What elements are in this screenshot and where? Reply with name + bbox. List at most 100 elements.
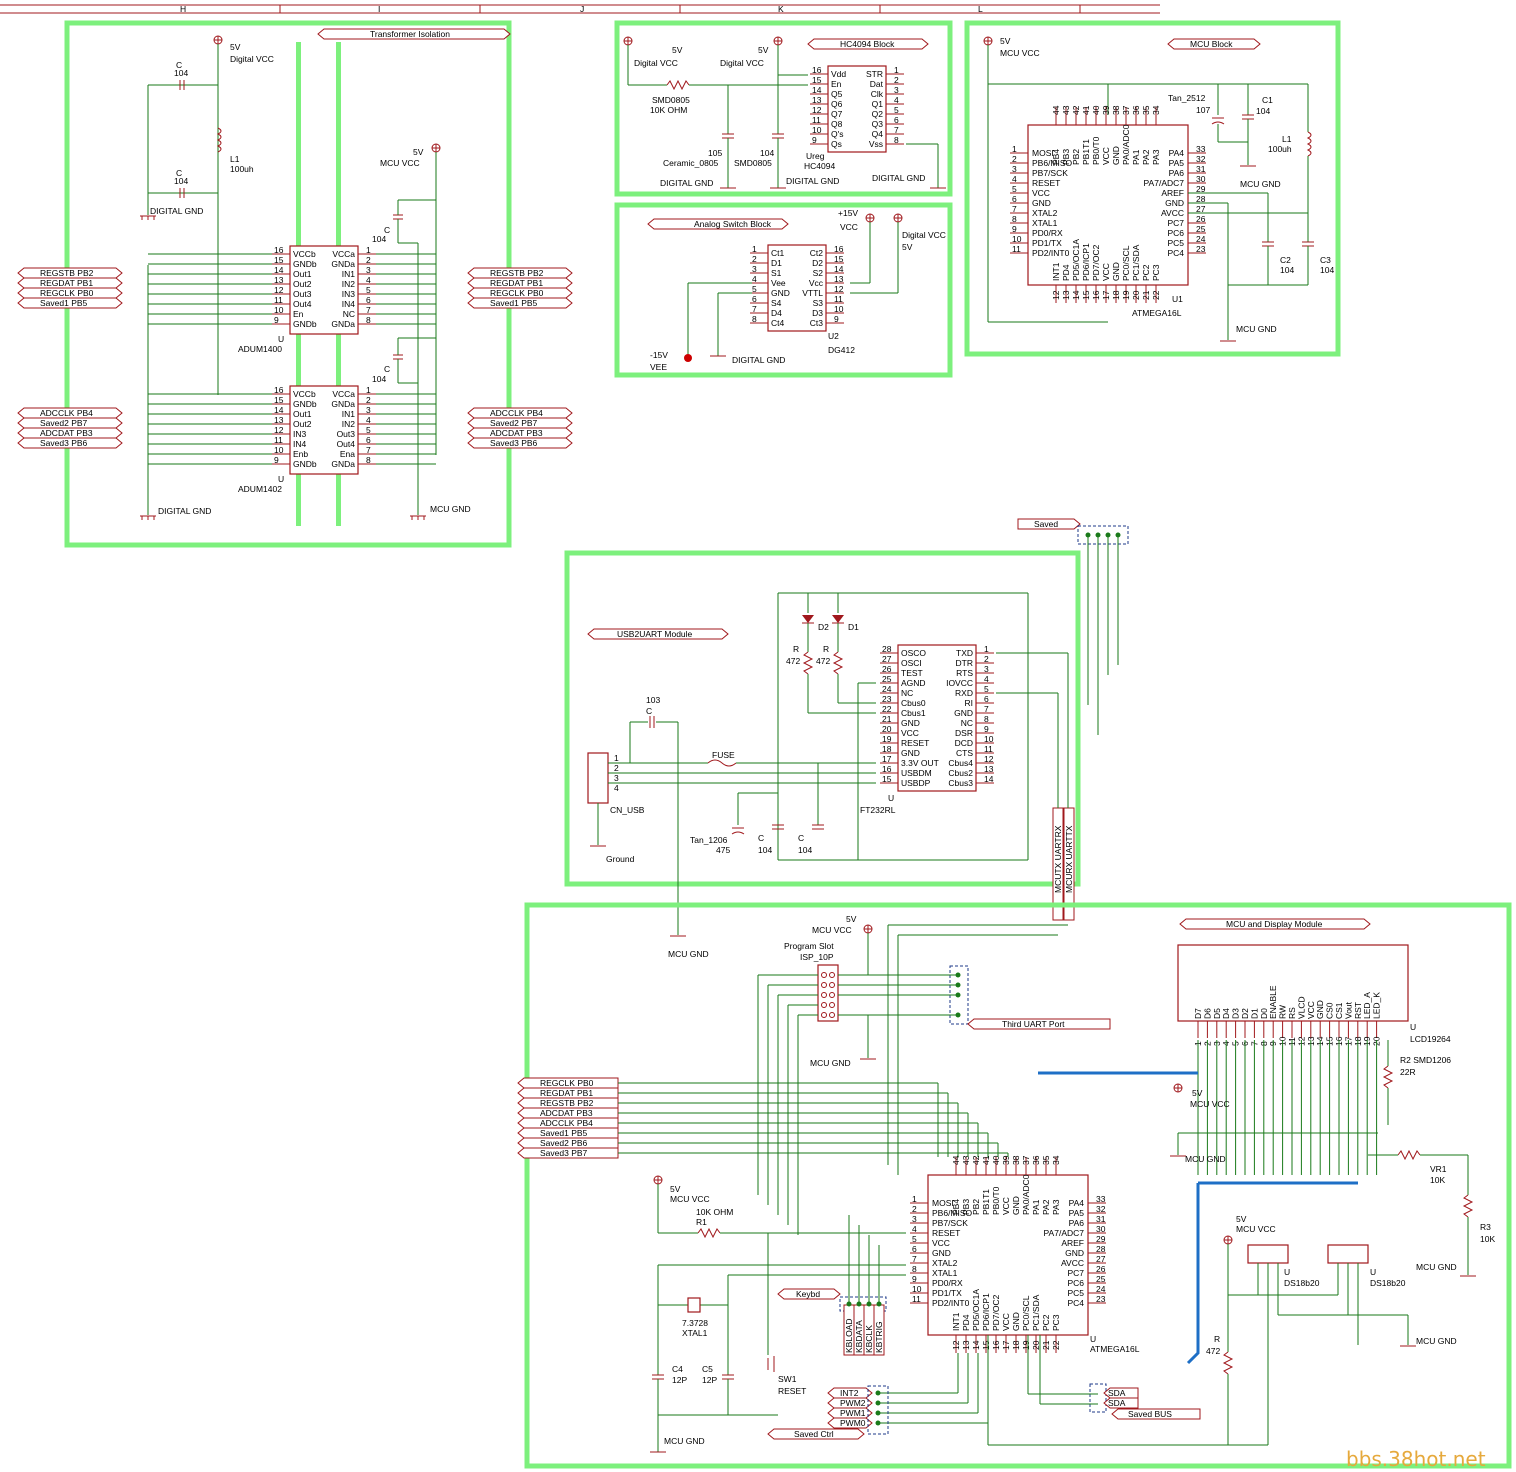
q-bnum-5: 17 [1101, 290, 1111, 300]
q-lnum-4: 5 [1012, 184, 1017, 194]
tx-right1-label-0: REGSTB PB2 [490, 268, 544, 278]
isp-pin-b-2 [829, 992, 835, 998]
pin-num-right-6: 7 [984, 704, 989, 714]
q-bottom-3: PD6/ICP1 [981, 1293, 991, 1331]
pb-label-0: REGCLK PB0 [540, 1078, 594, 1088]
usb-r2: R [823, 644, 829, 654]
q-rnum-5: 28 [1096, 1244, 1106, 1254]
kb-label-0: KBLOAD [844, 1319, 854, 1354]
resistor-472 [1222, 1351, 1234, 1375]
q-lnum-10: 11 [1012, 244, 1021, 254]
usb-ground: Ground [606, 854, 635, 864]
tx-left1-label-3: Saved1 PB5 [40, 298, 88, 308]
q-top-6: GND [1111, 146, 1121, 165]
pin-num-left-1: 2 [752, 254, 757, 264]
pin-num-left-6: 10 [812, 125, 822, 135]
pin-left-4: Out3 [293, 289, 312, 299]
isp-pin-a-1 [821, 982, 827, 988]
c4-val: 12P [672, 1375, 687, 1385]
q-left-7: XTAL1 [932, 1268, 958, 1278]
mcu-c3: C3 [1320, 255, 1331, 265]
q-rnum-7: 26 [1196, 214, 1206, 224]
pin-left-2: Q5 [831, 89, 843, 99]
pin-right-3: Q1 [872, 99, 884, 109]
resistor-r2 [1382, 1065, 1394, 1089]
q-bnum-3: 15 [981, 1340, 991, 1350]
pin-left-2: TEST [901, 668, 923, 678]
q-bottom-8: PC1/SDA [1131, 244, 1141, 281]
pin-left-0: OSCO [901, 648, 926, 658]
q-tnum-0: 44 [1051, 105, 1061, 115]
q-bottom-8: PC1/SDA [1031, 1294, 1041, 1331]
q-right-0: PA4 [1069, 1198, 1085, 1208]
lcd-vn: MCU VCC [1190, 1099, 1230, 1109]
pin-num-left-7: 9 [274, 455, 279, 465]
pin-right-7: NC [961, 718, 973, 728]
program-slot: Program Slot [784, 941, 834, 951]
q-bottom-9: PC2 [1041, 1314, 1051, 1331]
tx-right2-tag-3 [467, 437, 573, 449]
pin-num-left-0: 16 [812, 65, 822, 75]
tx-right2-label-0: ADCCLK PB4 [490, 408, 543, 418]
pin-num-right-3: 4 [366, 275, 371, 285]
q-tnum-9: 35 [1041, 1155, 1051, 1165]
pin-num-left-3: 25 [882, 674, 892, 684]
ctrl-label-0: INT2 [840, 1388, 859, 1398]
c5-ref: C5 [702, 1364, 713, 1374]
ctrl-label-1: PWM2 [840, 1398, 866, 1408]
sw1-ref: SW1 [778, 1374, 797, 1384]
hc-v2n: Digital VCC [720, 58, 764, 68]
q-rnum-2: 31 [1196, 164, 1206, 174]
ctrl-label-3: PWM0 [840, 1418, 866, 1428]
hc-gnd3: DIGITAL GND [872, 173, 925, 183]
block-title: HC4094 Block [840, 39, 895, 49]
hc4094-block: HC4094 Block 5V Digital VCC 5V Digital V… [614, 20, 953, 197]
q-bnum-7: 19 [1021, 1340, 1031, 1350]
q-top-2: PB2 [971, 1199, 981, 1215]
pin-right-5: S3 [813, 298, 824, 308]
r3-ref: R3 [1480, 1222, 1491, 1232]
usb-connector [587, 752, 609, 804]
pin-left-6: D4 [771, 308, 782, 318]
q-left-2: PB7/SCK [1032, 168, 1068, 178]
analog-dvcc-v: 5V [902, 242, 913, 252]
pin-num-right-3: 4 [366, 415, 371, 425]
vee-label: -15V [650, 350, 668, 360]
q-right-1: PA5 [1169, 158, 1185, 168]
pin-right-1: DTR [956, 658, 973, 668]
q-lnum-0: 1 [912, 1194, 917, 1204]
q-right-7: PC7 [1067, 1268, 1084, 1278]
usb-c2v: 104 [758, 845, 772, 855]
pin-right-10: CTS [956, 748, 973, 758]
isp-pin-b-0 [829, 972, 835, 978]
pin-right-6: GND [954, 708, 973, 718]
pin-left-10: GND [901, 748, 920, 758]
mcu-display-block: MCU and Display Module 5V MCU VCC Progra… [517, 902, 1512, 1469]
xtal-val: 7.3728 [682, 1318, 708, 1328]
q-top-8: PA1 [1031, 1199, 1041, 1215]
mcu2-ref: U [1090, 1334, 1096, 1344]
ds2-name: DS18b20 [1370, 1278, 1406, 1288]
pin-num-left-4: 5 [752, 284, 757, 294]
pb-label-4: ADCCLK PB4 [540, 1118, 593, 1128]
q-bottom-3: PD6/ICP1 [1081, 243, 1091, 281]
ruler-h: H [180, 4, 186, 14]
q-top-10: PA3 [1151, 149, 1161, 165]
q-left-4: VCC [932, 1238, 950, 1248]
usb-cv: 103 [646, 695, 660, 705]
usb-c3v: 104 [798, 845, 812, 855]
mcu-c3v: 104 [1320, 265, 1334, 275]
q-top-4: PB0/T0 [991, 1186, 1001, 1215]
pin-left-5: S4 [771, 298, 782, 308]
block-frame [964, 20, 1341, 357]
q-lnum-5: 6 [912, 1244, 917, 1254]
pin-num-right-7: 8 [366, 455, 371, 465]
resistor-r1 [697, 1227, 721, 1239]
pin-right-4: Out3 [337, 429, 356, 439]
q-right-1: PA5 [1069, 1208, 1085, 1218]
pin-num-right-8: 9 [984, 724, 989, 734]
pin-num-left-2: 14 [812, 85, 822, 95]
pin-num-left-5: 11 [812, 115, 821, 125]
q-right-3: PA7/ADC7 [1144, 178, 1185, 188]
vr1-val: 10K [1430, 1175, 1445, 1185]
